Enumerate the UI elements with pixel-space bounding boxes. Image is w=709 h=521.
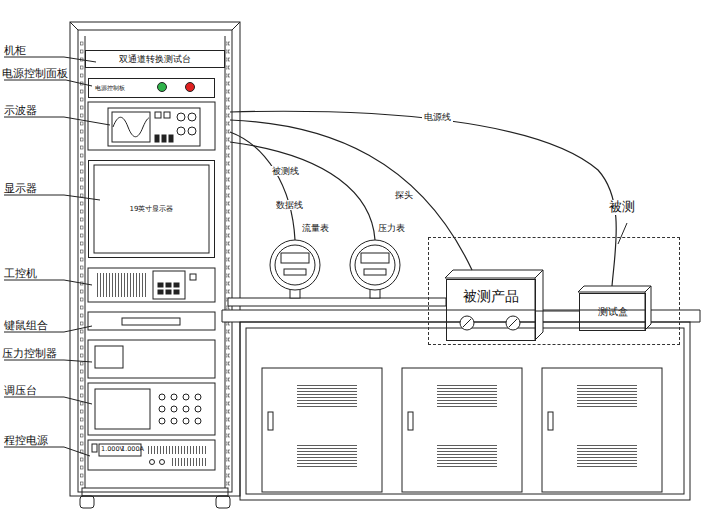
power-panel: 电源控制板: [88, 78, 215, 98]
node-text: 被测产品: [463, 288, 519, 304]
wire-label: 数据线: [274, 200, 305, 210]
part-label: 显示器: [4, 182, 37, 194]
title-panel: 双通道转换测试台: [85, 50, 225, 68]
readout-value: 1.000A: [121, 446, 144, 453]
node-text: 电源控制板: [95, 85, 125, 92]
node-text: 19英寸显示器: [130, 205, 174, 213]
instrument-label: 流量表: [300, 223, 331, 233]
node-text: 被测: [607, 200, 637, 215]
part-label: 示波器: [4, 104, 37, 116]
cable-connector: [536, 311, 579, 312]
display-monitor: 19英寸显示器: [88, 160, 215, 258]
node-text: 双通道转换测试台: [119, 54, 191, 64]
part-label: 机柜: [4, 44, 26, 56]
part-label: 键鼠组合: [4, 319, 48, 331]
readout-value: 1.000V: [101, 446, 124, 453]
dut-region: 被测被测产品测试盒: [428, 237, 680, 345]
node-text: 测试盒: [598, 306, 628, 318]
part-label: 工控机: [4, 267, 37, 279]
test-box: 测试盒: [579, 293, 646, 331]
instrument-label: 压力表: [376, 223, 407, 233]
product-box: 被测产品: [446, 279, 536, 341]
part-label: 调压台: [4, 384, 37, 396]
part-label: 压力控制器: [2, 347, 57, 359]
wire-label: 被测线: [270, 166, 301, 176]
part-label: 程控电源: [4, 434, 48, 446]
part-label: 电源控制面板: [2, 67, 68, 79]
wire-label: 电源线: [422, 112, 453, 122]
wire-label: 探头: [393, 190, 415, 200]
